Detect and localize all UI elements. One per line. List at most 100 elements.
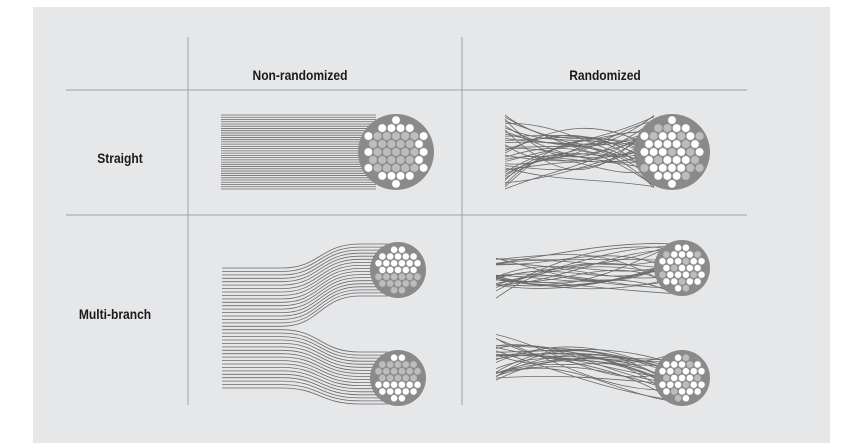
fiber-cross-section [387,171,396,181]
fiber-cross-section [662,374,671,382]
fiber-strand [495,275,673,288]
fiber-cross-section [419,147,429,157]
fiber-cross-section [693,374,702,382]
fiber-cross-section [394,279,402,288]
fiber-cross-section [674,354,682,362]
straight-non-randomized-bundle [221,114,434,190]
fiber-cross-section [402,252,410,261]
fiber-cross-section [682,394,690,402]
fiber-strand [222,387,388,405]
fiber-cross-section [695,163,704,173]
fiber-cross-section [644,155,654,165]
fiber-strand [222,246,388,272]
fiber-cross-section [653,123,663,133]
fiber-strand [222,289,388,320]
fiber-cross-section [391,179,401,189]
fiber-cross-section [658,163,668,173]
fiber-cross-section [391,147,401,157]
fiber-cross-section [672,123,681,133]
fiber-strand [495,345,673,363]
fiber-cross-section [690,271,698,279]
fiber-cross-section [394,252,402,261]
fiber-cross-section [674,381,682,389]
fiber-strand [222,268,388,296]
fiber-cross-section [666,367,674,375]
fiber-cross-section [672,155,681,165]
fiber-cross-section [387,155,396,165]
fiber-cross-section [364,163,373,173]
fiber-cross-section [400,163,410,173]
fiber-cross-section [402,387,410,396]
fiber-cross-section [382,163,392,173]
fiber-cross-section [640,131,649,141]
fiber-strand [222,377,388,396]
fiber-cross-section [686,277,694,286]
fiber-cross-section [409,374,418,382]
fiber-cross-section [676,131,686,141]
fiber-cross-section [681,139,691,149]
fiber-cross-section [394,360,402,369]
fiber-strand [495,344,673,383]
fiber-cross-section [398,259,406,267]
fiber-strand [222,329,388,353]
fiber-cross-section [398,367,406,375]
fiber-cross-section [697,367,706,375]
bundle-end-straight-non-randomized [358,114,434,190]
fiber-cross-section [670,374,678,382]
fiber-strand [495,279,673,294]
fiber-cross-section [368,155,378,165]
fiber-strand [495,246,673,284]
fiber-cross-section [670,250,678,259]
bundle-end-straight-randomized [634,114,710,190]
fiber-strand [495,257,673,266]
fiber-strand [495,354,673,377]
fiber-cross-section [402,279,410,288]
fiber-cross-section [390,259,398,267]
fiber-cross-section [414,155,424,165]
fiber-cross-section [682,354,690,362]
fiber-strand [504,131,655,165]
fiber-cross-section [686,147,695,157]
fiber-cross-section [658,367,667,375]
fiber-strand [495,346,673,400]
fiber-strand [222,336,388,359]
fiber-strand [222,332,388,356]
fiber-cross-section [678,250,686,259]
fiber-strand [495,359,673,385]
fiber-strand [504,137,655,189]
bundle-end-branch-b-non-randomized [370,350,426,406]
fiber-cross-section [364,147,373,157]
fiber-strand [222,265,388,293]
fiber-cross-section [405,171,415,181]
fiber-cross-section [674,271,682,279]
fiber-cross-section [406,381,414,389]
fiber-cross-section [686,374,694,382]
fiber-strand [222,277,388,307]
fiber-strand [222,370,388,390]
fiber-cross-section [653,171,663,181]
fiber-cross-section [405,139,415,149]
fiber-cross-section [382,273,390,281]
fiber-cross-section [390,394,398,402]
multi-branch-randomized-bundle [495,240,710,406]
fiber-cross-section [686,131,695,141]
fiber-cross-section [400,131,410,141]
fiber-strand [495,375,673,385]
fiber-cross-section [419,163,429,173]
fiber-cross-section [390,381,398,389]
fiber-strand [495,350,673,401]
fiber-cross-section [382,147,392,157]
fiber-cross-section [666,381,674,389]
bundle-end-branch-a-randomized [654,240,710,296]
fiber-cross-section [394,374,402,382]
fiber-cross-section [374,259,383,267]
straight-randomized-bundle [504,114,710,190]
fiber-cross-section [658,381,667,389]
fiber-strand [504,147,655,187]
fiber-cross-section [682,257,690,265]
fiber-cross-section [653,155,663,165]
fiber-cross-section [644,139,654,149]
fiber-strand [222,343,388,365]
fiber-cross-section [398,381,406,389]
